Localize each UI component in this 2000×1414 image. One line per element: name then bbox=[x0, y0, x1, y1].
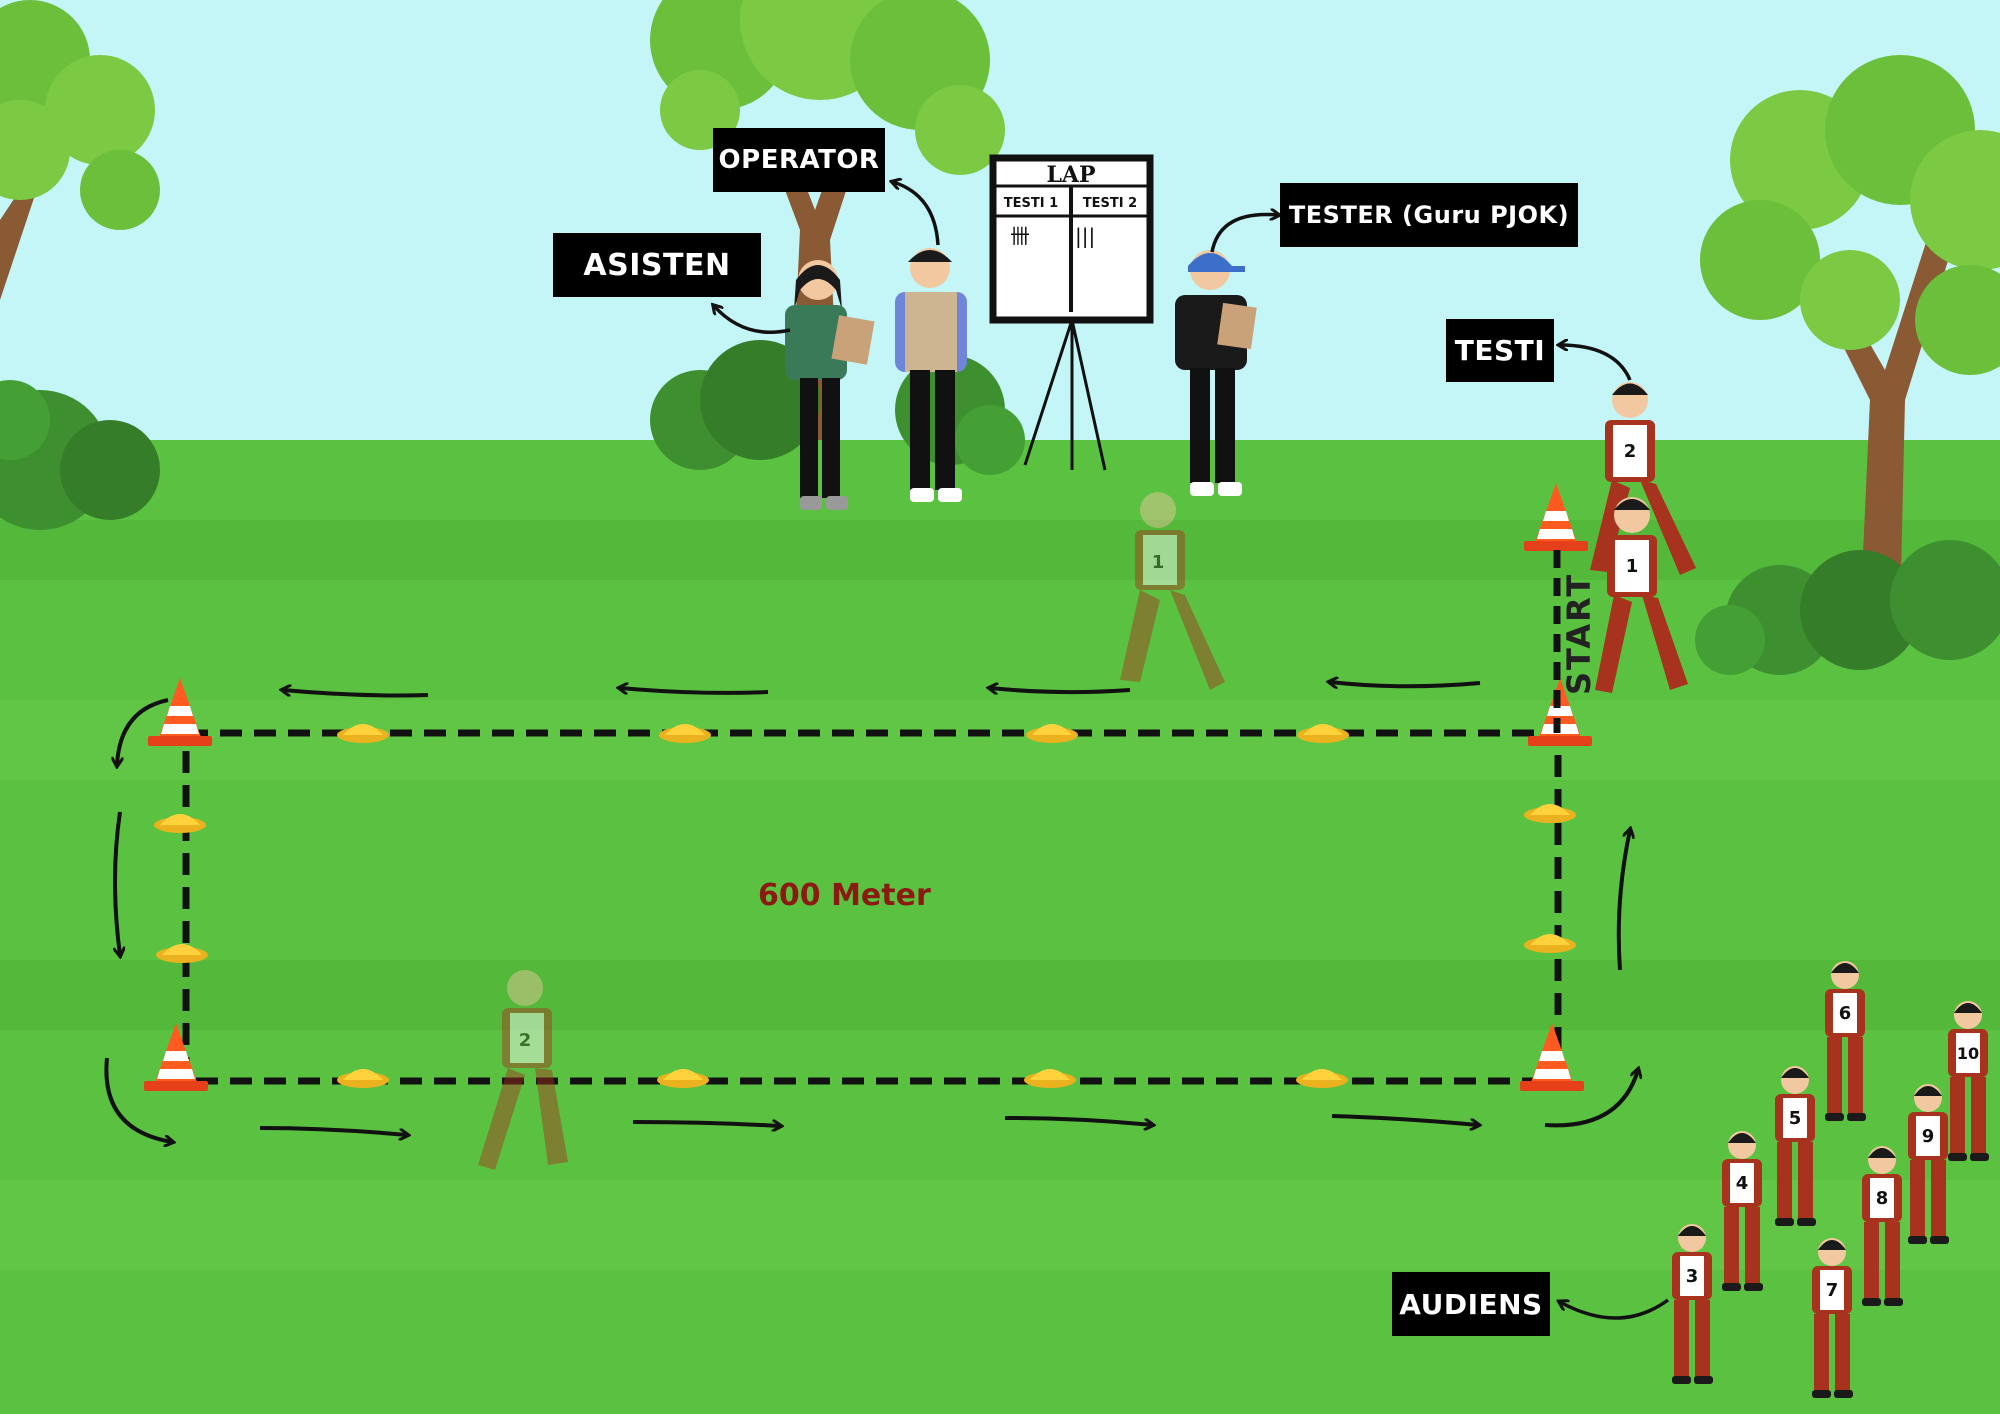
bush-left bbox=[0, 380, 160, 530]
testi-2-at-start: 2 bbox=[1590, 382, 1696, 575]
operator-label: OPERATOR bbox=[713, 128, 885, 192]
board-tally-testi-2: ||| bbox=[1075, 224, 1095, 248]
board-col-testi-2: TESTI 2 bbox=[1083, 196, 1137, 211]
audience-number-5: 5 bbox=[1789, 1108, 1802, 1129]
bush-right bbox=[1695, 540, 2000, 675]
audience-number-10: 10 bbox=[1957, 1044, 1979, 1063]
operator-figure bbox=[895, 248, 967, 502]
audience-kid-3: 3 bbox=[1672, 1224, 1713, 1384]
asisten-label: ASISTEN bbox=[553, 233, 761, 297]
tree-left bbox=[0, 0, 160, 300]
tester-figure bbox=[1175, 250, 1257, 496]
runner-2-number: 2 bbox=[519, 1030, 532, 1051]
audience-number-8: 8 bbox=[1876, 1188, 1889, 1209]
audience-kid-10: 10 bbox=[1948, 1001, 1989, 1161]
board-title: LAP bbox=[1046, 162, 1095, 188]
audience-kid-9: 9 bbox=[1908, 1084, 1949, 1244]
audience-kid-7: 7 bbox=[1812, 1238, 1853, 1398]
asisten-figure bbox=[785, 260, 875, 510]
audience-group: 6 10 5 9 4 8 3 7 bbox=[1672, 961, 1989, 1398]
board-col-testi-1: TESTI 1 bbox=[1004, 196, 1058, 211]
testi-2-number: 2 bbox=[1624, 441, 1637, 462]
runner-1-number: 1 bbox=[1152, 552, 1165, 573]
label-pointers bbox=[714, 182, 1670, 1320]
grass-texture bbox=[0, 520, 2000, 1270]
audience-number-9: 9 bbox=[1922, 1126, 1935, 1147]
testi-label: TESTI bbox=[1446, 319, 1554, 382]
running-track-outline bbox=[182, 729, 1562, 1085]
audience-kid-8: 8 bbox=[1862, 1146, 1903, 1306]
audience-kid-6: 6 bbox=[1825, 961, 1866, 1121]
audience-kid-4: 4 bbox=[1722, 1131, 1763, 1291]
start-label: START bbox=[1560, 572, 1598, 695]
audience-number-4: 4 bbox=[1736, 1173, 1749, 1194]
tester-label: TESTER (Guru PJOK) bbox=[1280, 183, 1578, 247]
audience-kid-5: 5 bbox=[1775, 1066, 1816, 1226]
runner-1-on-track: 1 bbox=[1120, 492, 1225, 690]
direction-arrows bbox=[104, 682, 1638, 1142]
grass-field bbox=[0, 440, 2000, 1414]
lap-board: LAP TESTI 1 TESTI 2 卌 ||| bbox=[989, 154, 1154, 471]
audience-number-3: 3 bbox=[1686, 1266, 1699, 1287]
testi-1-at-start: 1 bbox=[1595, 497, 1688, 693]
audiens-label: AUDIENS bbox=[1392, 1272, 1550, 1336]
distance-label: 600 Meter bbox=[758, 878, 931, 913]
tree-right bbox=[1700, 55, 2000, 620]
audience-number-7: 7 bbox=[1826, 1280, 1839, 1301]
audience-number-6: 6 bbox=[1839, 1003, 1852, 1024]
testi-1-number: 1 bbox=[1626, 556, 1639, 577]
board-tally-testi-1: 卌 bbox=[1010, 224, 1030, 248]
runner-2-on-track: 2 bbox=[478, 970, 568, 1170]
